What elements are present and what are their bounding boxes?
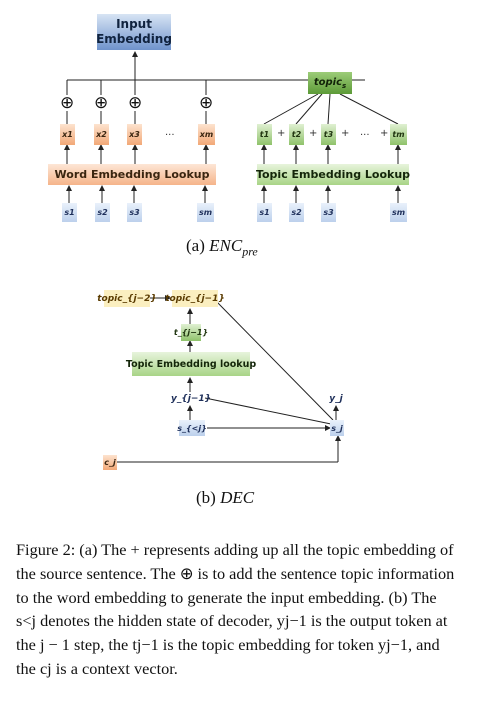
sentence-topic-box: topics (308, 72, 352, 94)
source-token-left-s1: s1 (62, 203, 77, 222)
topic-token-t3: t3 (321, 124, 336, 145)
input-embedding-label: Input Embedding (96, 17, 172, 46)
oplus-icon-1: ⊕ (60, 93, 75, 113)
figure-caption: Figure 2: (a) The + represents adding up… (16, 540, 455, 678)
word-embedding-lookup-label: Word Embedding Lookup (54, 168, 210, 181)
sentence-topic-label: topics (313, 76, 347, 90)
word-embedding-lookup-bar: Word Embedding Lookup (48, 164, 216, 185)
word-token-x2: x2 (94, 124, 109, 145)
c-j-box: c_j (103, 455, 117, 470)
oplus-icon-2: ⊕ (94, 93, 109, 113)
source-token-left-s3: s3 (127, 203, 142, 222)
topic-token-ellipsis: ... (360, 127, 370, 138)
oplus-icon-3: ⊕ (128, 93, 143, 113)
y-j-label: y_j (329, 394, 343, 404)
decoder-topic-embedding-lookup-bar: Topic Embedding lookup (126, 352, 256, 376)
topic-embedding-lookup-bar: Topic Embedding Lookup (255, 164, 411, 185)
source-token-right-s3: s3 (321, 203, 336, 222)
oplus-icon-4: ⊕ (199, 93, 214, 113)
source-token-right-sm: sm (390, 203, 407, 222)
y-j-minus-1-label: y_{j−1} (170, 394, 212, 404)
source-token-left-sm: sm (197, 203, 214, 222)
subcaption-b: (b) DEC (196, 488, 255, 507)
topic-token-t1: t1 (257, 124, 272, 145)
topic-token-tm: tm (390, 124, 407, 145)
word-token-x1: x1 (60, 124, 75, 145)
word-token-ellipsis: ... (165, 127, 175, 138)
decoder-topic-embedding-lookup-label: Topic Embedding lookup (125, 358, 257, 370)
topic-token-t2: t2 (289, 124, 304, 145)
source-token-left-s2: s2 (95, 203, 110, 222)
topic-embedding-lookup-label: Topic Embedding Lookup (255, 168, 411, 181)
t-j-minus-1-box: t_{j−1} (174, 324, 208, 341)
topic-j-minus-2-box: topic_{j−2} (97, 290, 157, 307)
source-token-right-s2: s2 (289, 203, 304, 222)
s-j-box: s_j (330, 420, 344, 436)
plus-icon-3: + (341, 128, 350, 139)
plus-icon-4: + (380, 128, 389, 139)
source-token-right-s1: s1 (257, 203, 272, 222)
subcaption-a: (a) ENCpre (186, 236, 258, 259)
topic-j-minus-1-box: topic_{j−1} (165, 290, 225, 307)
plus-icon-2: + (309, 128, 318, 139)
plus-icon-1: + (277, 128, 286, 139)
s-less-than-j-box: s_{<j} (177, 420, 207, 436)
word-token-xm: xm (198, 124, 215, 145)
input-embedding-box: Input Embedding (96, 14, 172, 50)
word-token-x3: x3 (127, 124, 142, 145)
